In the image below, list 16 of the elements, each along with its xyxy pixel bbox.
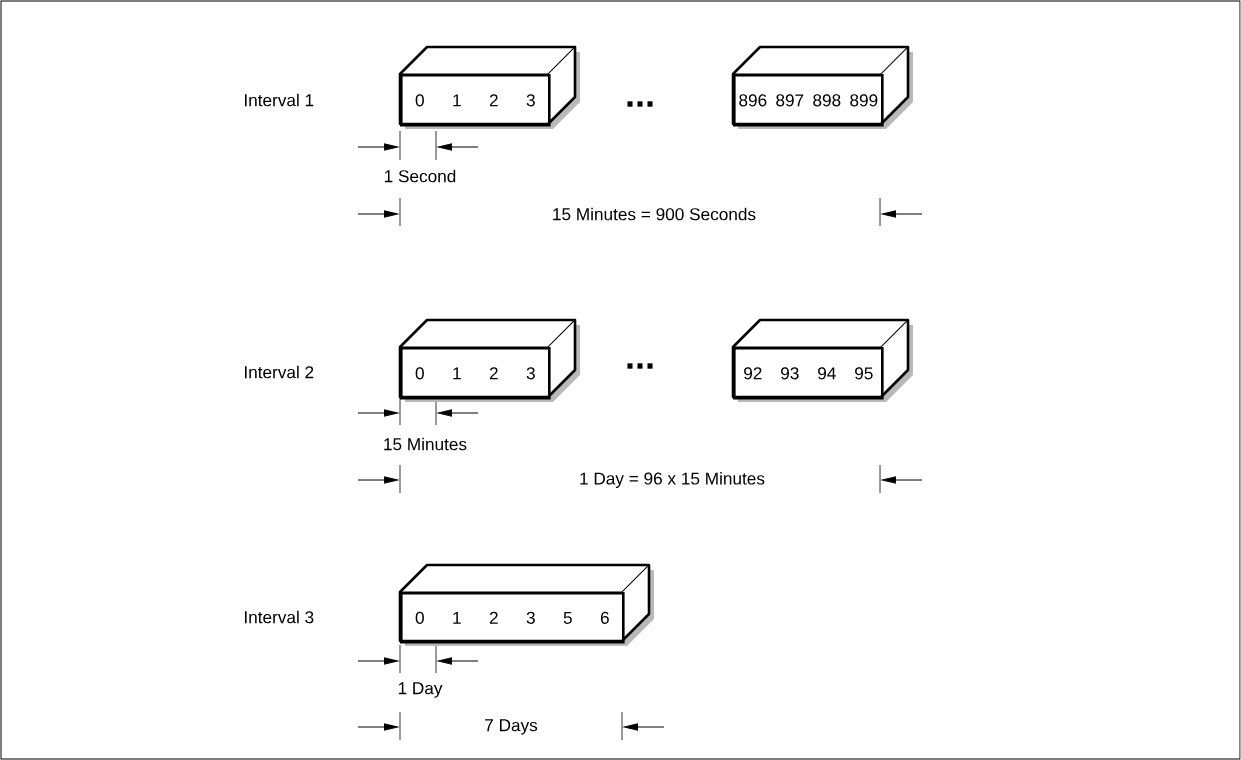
dimension-label: 15 Minutes [384, 437, 467, 451]
interval-label: Interval 2 [245, 365, 314, 379]
block-drawing: 0 1 2 3 [398, 45, 580, 129]
interval-label: Interval 1 [245, 93, 314, 107]
interval-label: Interval 3 [245, 610, 314, 624]
block-drawing: 92 93 94 95 [731, 318, 913, 402]
dimension-label: 1 Second [385, 169, 456, 183]
dimension-label: 7 Days [485, 719, 538, 735]
ellipsis: ... [627, 363, 653, 369]
dimension-label: 15 Minutes = 900 Seconds [553, 207, 756, 221]
block-drawing: 896 897 898 899 [731, 45, 913, 129]
block-drawing: 0 1 2 3 [398, 318, 580, 402]
dimension-label: 1 Day [398, 682, 443, 698]
ellipsis: ... [627, 101, 653, 107]
dimension-label: 1 Day = 96 x 15 Minutes [580, 472, 765, 489]
block-drawing: 0 1 2 3 5 6 [398, 563, 654, 646]
